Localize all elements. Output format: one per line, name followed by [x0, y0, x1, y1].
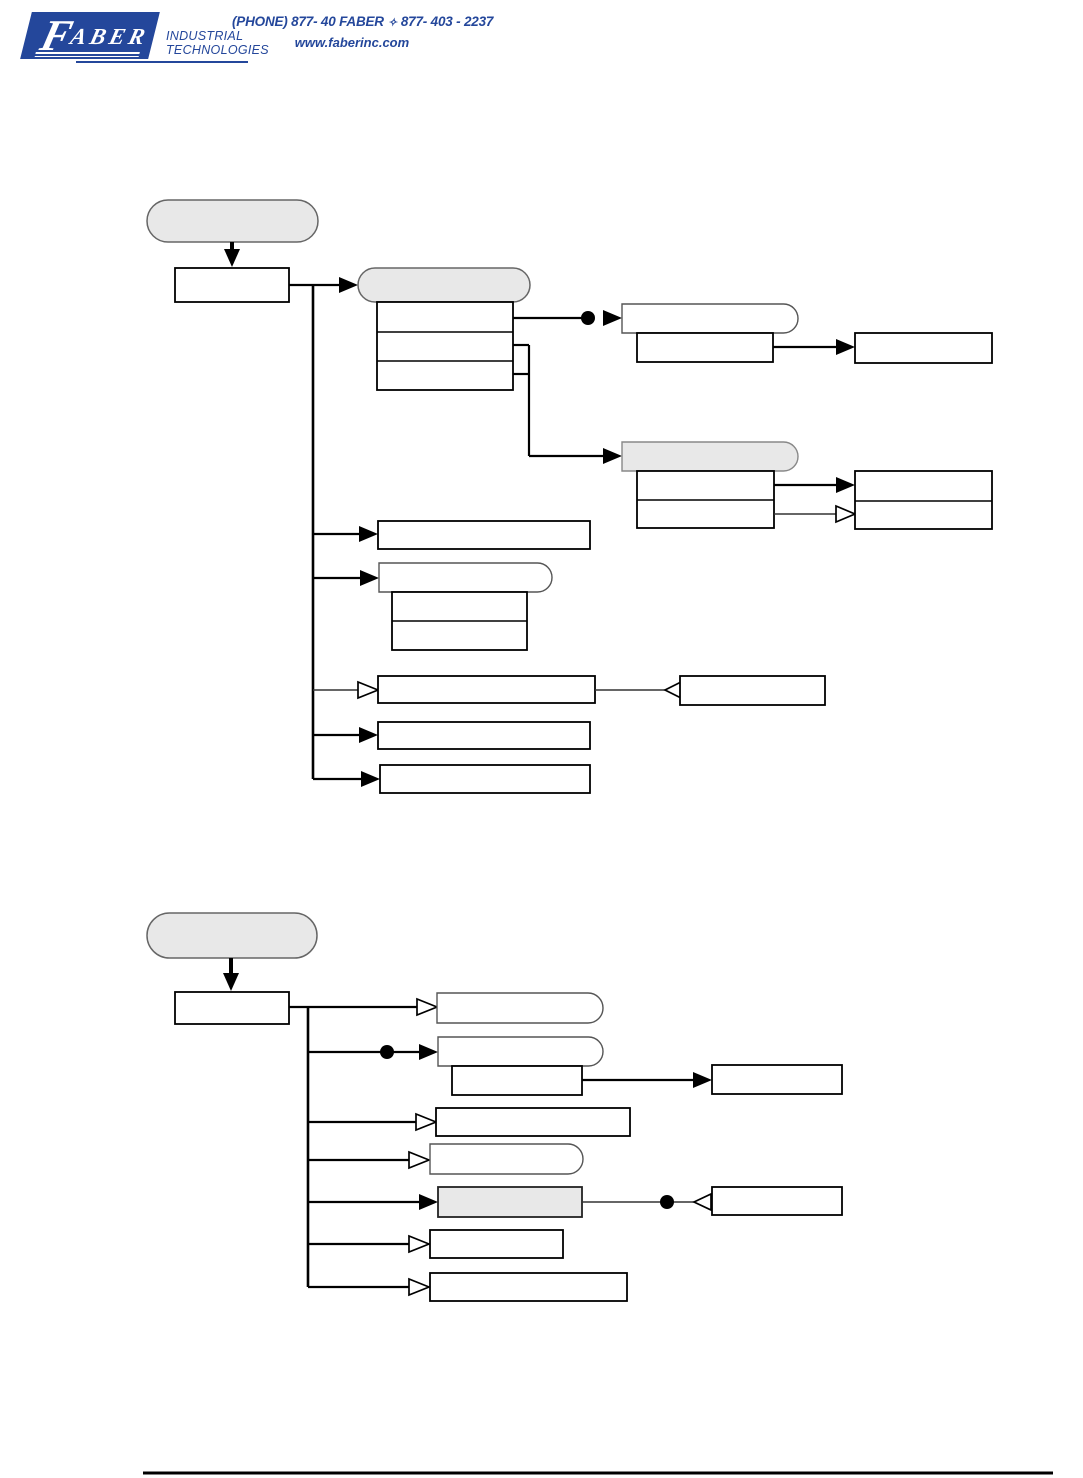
fc1-hollow-arrow-right-icon [835, 504, 858, 524]
fc2-branch2-tab [437, 1036, 604, 1067]
fc2-branch6-box [429, 1229, 564, 1259]
flowchart-1 [146, 199, 993, 794]
fc2-start-terminal [146, 912, 318, 959]
fc2-branch4-tab [429, 1143, 584, 1175]
fc1-start-terminal [146, 199, 319, 243]
fc1-branch2-tab [378, 562, 553, 593]
fc2-branch5-gray-box [437, 1186, 583, 1218]
fc2-branch5-linked-box [711, 1186, 843, 1216]
tagline-underline [76, 61, 248, 63]
fc1-submenu-b-result-stack [854, 470, 993, 530]
fc1-arrow-right-icon [359, 727, 378, 743]
fc1-branch4-box [377, 721, 591, 750]
website-text: www.faberinc.com [294, 35, 410, 50]
fc1-arrow-right-icon [339, 277, 358, 293]
fc1-arrow-right-icon [603, 310, 622, 326]
fc1-branch5-box [379, 764, 591, 794]
fc1-arrow-right-icon [836, 477, 855, 493]
fc1-submenu-a-box [636, 332, 774, 363]
fc2-hollow-arrow-left-icon [692, 1192, 712, 1212]
fc1-menu-terminal [357, 267, 531, 303]
diamond-separator-icon: ✧ [387, 17, 397, 29]
fc2-hollow-arrow-right-icon [416, 997, 440, 1017]
fc1-bullet-dot-icon [581, 311, 595, 325]
fc1-menu-stack [376, 301, 514, 391]
fc2-hollow-arrow-right-icon [408, 1277, 432, 1297]
fc1-hollow-arrow-right-icon [357, 680, 381, 700]
fc2-arrow-right-icon [693, 1072, 712, 1088]
fc1-down-arrow-icon [224, 249, 240, 267]
fc1-submenu-tab-a [621, 303, 799, 334]
fc2-branch3-box [435, 1107, 631, 1137]
fc2-hollow-arrow-right-icon [415, 1112, 439, 1132]
fc1-branch1-box [377, 520, 591, 550]
fc2-branch7-box [429, 1272, 628, 1302]
fc1-arrow-right-icon [836, 339, 855, 355]
fc2-branch1-tab [436, 992, 604, 1024]
fc2-bullet-dot-icon [660, 1195, 674, 1209]
fc1-hollow-arrow-left-icon [663, 680, 682, 700]
fc2-arrow-right-icon [419, 1044, 438, 1060]
fc1-branch3-linked-box [679, 675, 826, 706]
tagline-industrial: INDUSTRIAL [166, 29, 244, 43]
fc2-hollow-arrow-right-icon [408, 1150, 432, 1170]
fc2-root-box [174, 991, 290, 1025]
logo-tagline: INDUSTRIAL TECHNOLOGIES [166, 29, 269, 57]
phone-number-right: 877- 403 - 2237 [400, 14, 494, 29]
fc1-submenu-a-result-box [854, 332, 993, 364]
contact-block: (PHONE) 877- 40 FABER✧877- 403 - 2237 ww… [232, 14, 493, 50]
fc2-branch2-result-box [711, 1064, 843, 1095]
fc2-branch2-box [451, 1065, 583, 1096]
phone-number-left: (PHONE) 877- 40 FABER [232, 14, 384, 29]
fc2-arrow-right-icon [419, 1194, 438, 1210]
fc1-arrow-right-icon [361, 771, 380, 787]
phone-line: (PHONE) 877- 40 FABER✧877- 403 - 2237 [232, 14, 493, 29]
fc1-arrow-right-icon [603, 448, 622, 464]
fc2-down-arrow-icon [223, 973, 239, 991]
fc2-hollow-arrow-right-icon [408, 1234, 432, 1254]
tagline-technologies: TECHNOLOGIES [166, 43, 269, 57]
fc2-bullet-dot-icon [380, 1045, 394, 1059]
flowchart-2 [146, 912, 843, 1302]
fc1-arrow-right-icon [359, 526, 378, 542]
fc1-branch3-box [377, 675, 596, 704]
letterhead: FABER INDUSTRIAL TECHNOLOGIES [18, 8, 468, 68]
fc1-root-box [174, 267, 290, 303]
fc1-arrow-right-icon [360, 570, 379, 586]
fc1-submenu-tab-b [621, 441, 799, 472]
